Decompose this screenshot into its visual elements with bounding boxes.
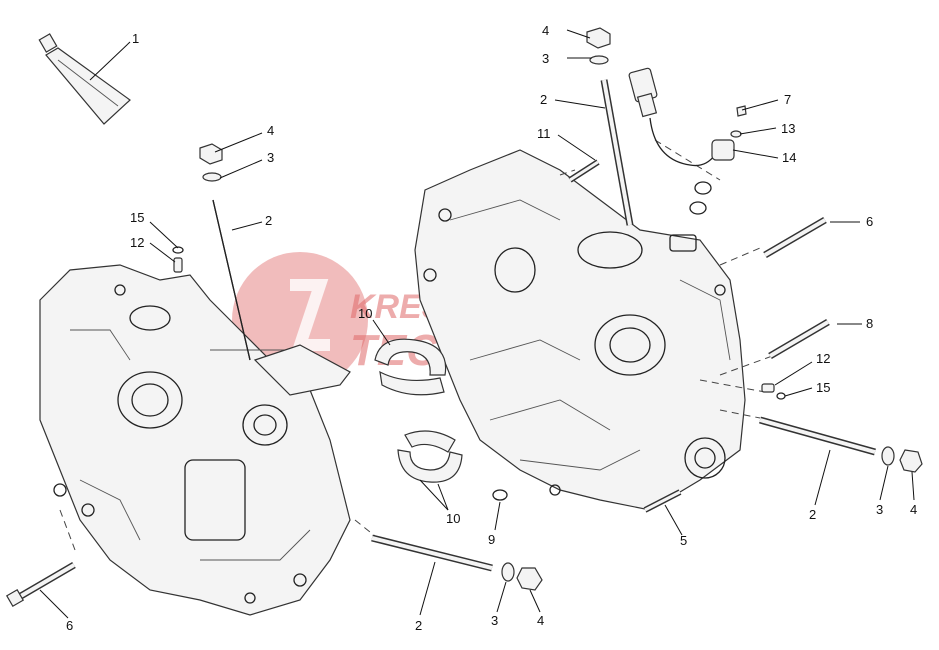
right-crankcase-half: [414, 149, 746, 511]
callout-3-top-right: 3: [542, 51, 549, 66]
pin-12-left: [172, 246, 184, 273]
callout-4-left: 4: [267, 123, 274, 138]
bearing-shells: [374, 338, 463, 483]
bolt-8: [768, 318, 830, 360]
sealant-tube: [38, 33, 131, 125]
bolt-11: [568, 159, 600, 183]
callout-10-lower: 10: [446, 511, 460, 526]
callout-2-left-top: 2: [265, 213, 272, 228]
callout-10-upper: 10: [358, 306, 372, 321]
callout-11: 11: [537, 126, 551, 141]
alignment-lines: [59, 139, 776, 551]
bolt-6-right: [763, 216, 827, 259]
pin-12-right: [761, 383, 786, 400]
callout-12-left: 12: [130, 235, 144, 250]
bolt-5: [643, 489, 682, 513]
callout-14: 14: [782, 150, 796, 165]
left-crankcase-half: [39, 264, 351, 616]
callout-15-right: 15: [816, 380, 830, 395]
callout-12-right: 12: [816, 351, 830, 366]
leader-lines: [39, 29, 915, 619]
callout-4-right: 4: [910, 502, 917, 517]
callout-2-top-right: 2: [540, 92, 547, 107]
left-stud-assembly: [199, 143, 251, 361]
bolt-6-left: [5, 561, 76, 608]
bottom-stud-assembly: [371, 534, 543, 591]
right-top-stud-assembly: [586, 27, 634, 226]
o-ring: [492, 489, 508, 501]
callout-8: 8: [866, 316, 873, 331]
callout-13: 13: [781, 121, 795, 136]
callout-6-right: 6: [866, 214, 873, 229]
callout-labels: 1 4 3 2 15 12 10 10 9 6 2 3 4 4 3 2 11 7…: [66, 23, 917, 633]
callout-7: 7: [784, 92, 791, 107]
callout-3-right: 3: [876, 502, 883, 517]
callout-2-right: 2: [809, 507, 816, 522]
callout-1: 1: [132, 31, 139, 46]
sensor-assembly: [628, 67, 747, 215]
callout-3-bottom: 3: [491, 613, 498, 628]
callout-4-bottom: 4: [537, 613, 544, 628]
callout-2-bottom: 2: [415, 618, 422, 633]
callout-15-left: 15: [130, 210, 144, 225]
callout-3-left: 3: [267, 150, 274, 165]
callout-9: 9: [488, 532, 495, 547]
callout-6-left: 6: [66, 618, 73, 633]
callout-5: 5: [680, 533, 687, 548]
right-lower-stud-assembly: [759, 416, 923, 473]
callout-4-top-right: 4: [542, 23, 549, 38]
